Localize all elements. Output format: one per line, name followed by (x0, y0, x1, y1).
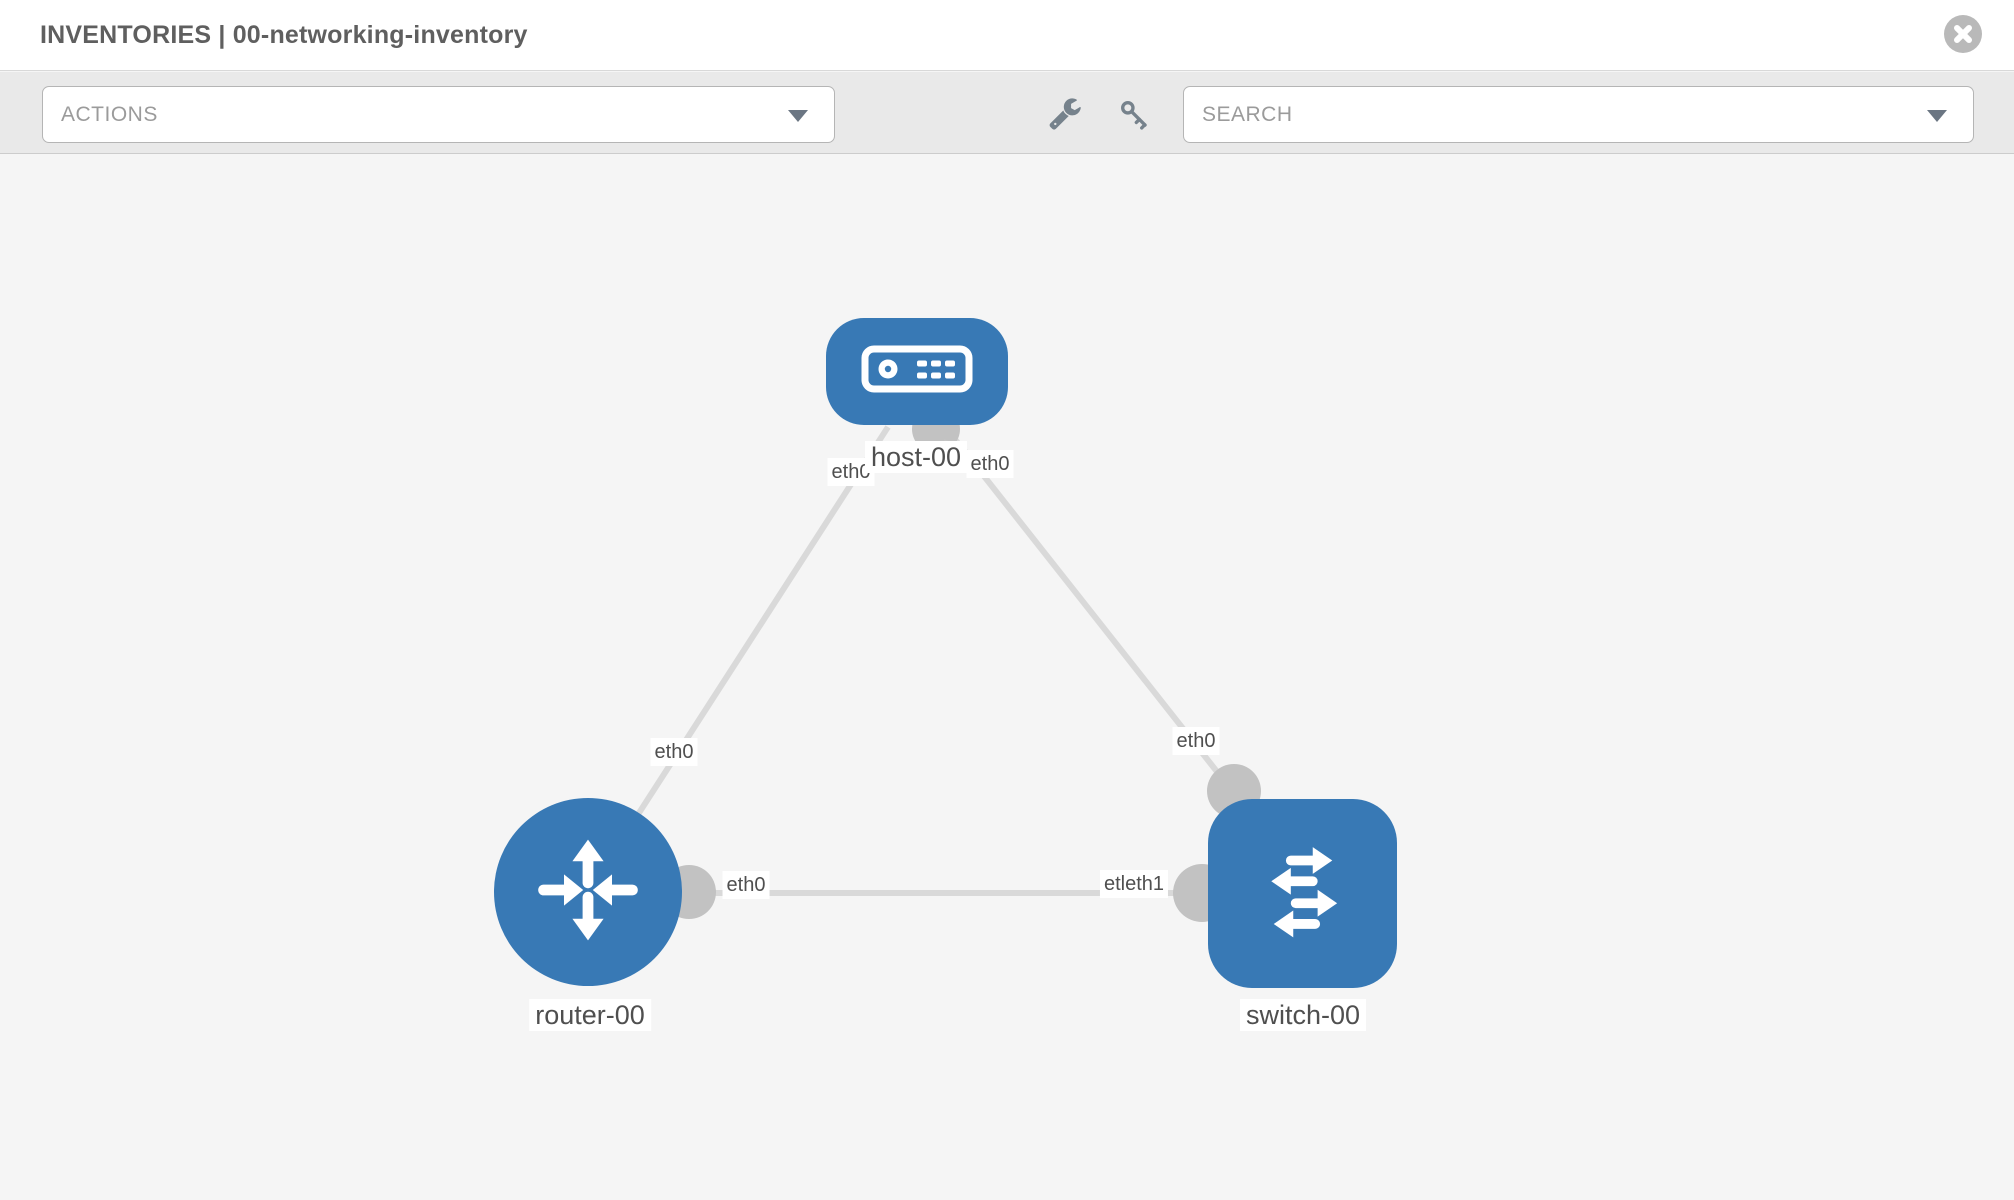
chevron-down-icon (788, 110, 808, 122)
node-label-host: host-00 (864, 441, 968, 473)
host-icon (861, 343, 973, 400)
toolbar: ACTIONS SEARCH (0, 72, 2014, 154)
node-label-switch: switch-00 (1239, 999, 1367, 1031)
links-layer (585, 405, 1261, 922)
node-host-00[interactable] (826, 318, 1008, 425)
router-icon (528, 830, 648, 955)
chevron-down-icon (1927, 110, 1947, 122)
switch-icon (1242, 830, 1364, 957)
wrench-icon (1048, 98, 1082, 134)
close-button[interactable] (1944, 15, 1982, 53)
node-label-router: router-00 (529, 999, 651, 1031)
configure-button[interactable] (1048, 96, 1086, 132)
iface-label: etleth1 (1099, 870, 1169, 898)
iface-label: eth0 (1172, 727, 1220, 755)
node-router-00[interactable] (494, 798, 682, 986)
search-dropdown[interactable]: SEARCH (1183, 86, 1974, 143)
actions-dropdown-label: ACTIONS (61, 103, 158, 126)
titlebar: INVENTORIES | 00-networking-inventory (0, 0, 2014, 71)
topology-canvas[interactable]: eth0 eth0 eth0 eth0 eth0 etleth1 host-00… (0, 155, 2014, 1200)
actions-dropdown[interactable]: ACTIONS (42, 86, 835, 143)
page-title: INVENTORIES | 00-networking-inventory (40, 21, 528, 49)
node-switch-00[interactable] (1208, 799, 1397, 988)
credentials-button[interactable] (1116, 96, 1154, 132)
iface-label: eth0 (722, 871, 770, 899)
iface-label: eth0 (966, 450, 1014, 478)
key-icon (1116, 101, 1152, 136)
search-dropdown-label: SEARCH (1202, 103, 1293, 126)
iface-label: eth0 (650, 738, 698, 766)
